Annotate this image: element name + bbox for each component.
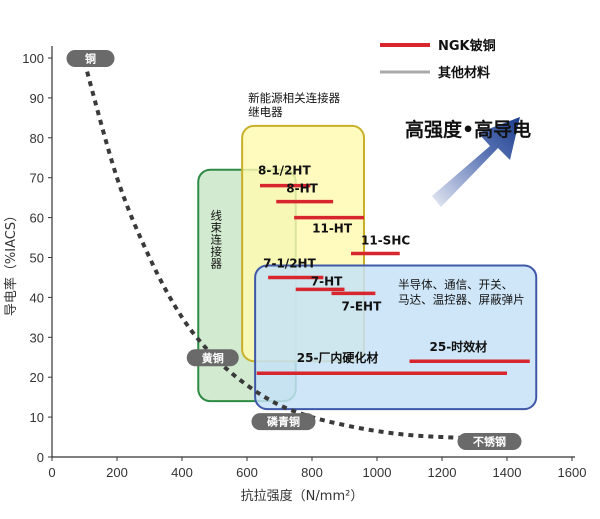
region-semiconductor-label-2: 马达、温控器、屏蔽弹片 — [398, 292, 525, 306]
material-tag-pill — [457, 433, 522, 451]
y-tick-label: 60 — [30, 211, 44, 226]
headline-text: 高强度•高导电 — [405, 118, 531, 141]
bar-label: 7-HT — [311, 274, 343, 288]
material-tag: 黄铜 — [186, 349, 239, 367]
bar-label: 11-HT — [312, 222, 353, 236]
y-tick-label: 70 — [30, 171, 44, 186]
x-tick-label: 1600 — [558, 465, 587, 480]
y-tick-label: 0 — [37, 450, 44, 465]
x-tick-label: 1000 — [363, 465, 392, 480]
material-tag: 不锈钢 — [457, 433, 522, 451]
material-tag-label: 铜 — [84, 52, 96, 66]
material-tag-label: 磷青铜 — [267, 415, 300, 429]
material-tag: 磷青铜 — [251, 413, 316, 431]
material-tag-label: 黄铜 — [202, 351, 224, 365]
x-tick-label: 400 — [171, 465, 193, 480]
material-tag: 铜 — [66, 50, 115, 67]
up-right-arrow-icon — [432, 117, 520, 207]
region-semiconductor-label-1: 半导体、通信、开关、 — [398, 277, 513, 291]
other-materials-dotted-curve — [82, 61, 508, 442]
x-tick-label: 800 — [301, 465, 323, 480]
region-new-energy-label-1: 新能源相关连接器 — [248, 91, 340, 105]
material-tag-pill — [186, 349, 239, 367]
y-tick-label: 40 — [30, 290, 44, 305]
y-tick-label: 20 — [30, 370, 44, 385]
bar-label: 11-SHC — [361, 234, 410, 248]
material-tag-pill — [251, 413, 316, 431]
legend-label: 其他材料 — [438, 65, 490, 81]
bar-label: 7-1/2HT — [263, 256, 316, 270]
ngk-bars: 8-1/2HT 8-HT 11-HT 11-SHC 7-1/2HT 7-HT 7-EHT 25… — [256, 164, 530, 375]
y-tick-label: 90 — [30, 91, 44, 106]
region-new-energy-label-2: 继电器 — [248, 105, 283, 119]
y-tick-label: 30 — [30, 330, 44, 345]
bar-label: 8-1/2HT — [258, 164, 311, 178]
y-tick-label: 80 — [30, 131, 44, 146]
y-tick-label: 100 — [22, 51, 44, 66]
bar-label: 25-时效材 — [430, 339, 488, 354]
x-tick-label: 0 — [48, 465, 55, 480]
headline-group: 高强度•高导电 — [405, 117, 531, 207]
y-axis-title: 导电率（%IACS） — [3, 209, 19, 316]
x-tick-label: 1400 — [493, 465, 522, 480]
bar-label: 8-HT — [286, 182, 318, 196]
x-tick-label: 200 — [106, 465, 128, 480]
bar-label: 7-EHT — [342, 299, 383, 313]
axes: 0 200 400 600 800 1000 1200 1400 1600 0 10 20 30 40 50… — [3, 46, 586, 504]
x-axis-title: 抗拉强度（N/mm²） — [241, 488, 364, 504]
legend-label: NGK铍铜 — [438, 38, 496, 54]
material-tag-label: 不锈钢 — [473, 435, 506, 449]
y-tick-label: 50 — [30, 251, 44, 266]
y-tick-label: 10 — [30, 410, 44, 425]
region-wire-harness-label: 线束连接器 — [211, 209, 223, 271]
x-tick-label: 600 — [236, 465, 258, 480]
bar-label: 25-厂内硬化材 — [297, 350, 379, 365]
material-tag-pill — [66, 50, 115, 67]
x-tick-label: 1200 — [428, 465, 457, 480]
other-materials-curve — [82, 61, 508, 442]
